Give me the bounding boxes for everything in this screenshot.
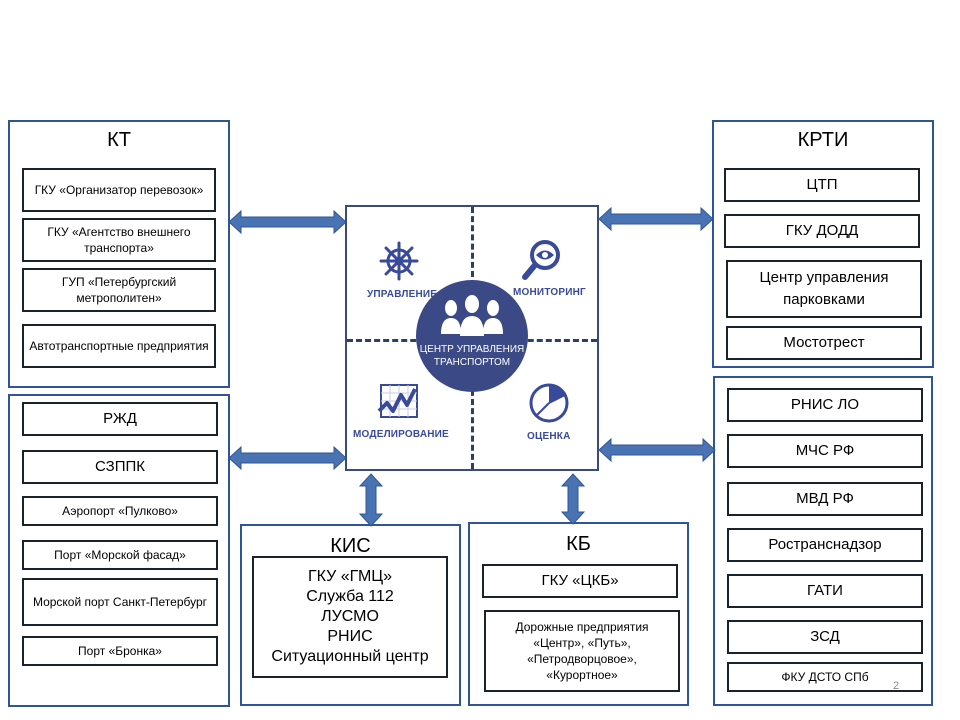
kt-item-bus-companies: Автотранспортные предприятия (22, 324, 216, 368)
kis-item-gmc: ГКУ «ГМЦ» (307, 568, 393, 585)
modeling-label: МОДЕЛИРОВАНИЕ (353, 429, 449, 440)
transport-control-center: УПРАВЛЕНИЕ МОНИТОРИНГ МОДЕЛИРОВАНИЕ ОЦЕН… (345, 205, 599, 471)
transport-item-rzd: РЖД (22, 402, 218, 436)
kb-title: КБ (566, 533, 591, 555)
transport-item-sea-facade: Порт «Морской фасад» (22, 540, 218, 570)
kb-item-road-companies: Дорожные предприятия «Центр», «Путь», «П… (484, 610, 680, 692)
services-item-fku-dsto: ФКУ ДСТО СПб (727, 662, 923, 692)
services-item-gati: ГАТИ (727, 574, 923, 608)
kis-list: ГКУ «ГМЦ» Служба 112 ЛУСМО РНИС Ситуацио… (252, 556, 448, 678)
transport-item-pulkovo: Аэропорт «Пулково» (22, 496, 218, 526)
arrow-center-krti (598, 207, 714, 231)
kt-panel: КТ ГКУ «Организатор перевозок» ГКУ «Аген… (8, 120, 230, 388)
arrow-kt-center (228, 210, 347, 234)
chart-icon (377, 384, 418, 418)
kis-panel: КИС ГКУ «ГМЦ» Служба 112 ЛУСМО РНИС Ситу… (240, 524, 461, 706)
pie-chart-icon (529, 383, 569, 423)
services-item-rostransnadzor: Ространснадзор (727, 528, 923, 562)
magnifier-eye-icon (522, 240, 560, 280)
arrow-center-services (598, 438, 716, 462)
arrow-transport-center (228, 446, 347, 470)
kis-item-rnis: РНИС (327, 628, 373, 645)
page-number: 2 (893, 680, 900, 692)
transport-item-szppk: СЗППК (22, 450, 218, 484)
krti-title: КРТИ (797, 129, 849, 151)
kt-item-external-transport: ГКУ «Агентство внешнего транспорта» (22, 218, 216, 262)
ship-wheel-icon (379, 241, 419, 281)
monitoring-label: МОНИТОРИНГ (513, 287, 586, 298)
kb-panel: КБ ГКУ «ЦКБ» Дорожные предприятия «Центр… (468, 522, 689, 706)
krti-item-dodd: ГКУ ДОДД (724, 214, 920, 248)
krti-item-mostotrest: Мостотрест (726, 326, 922, 360)
services-item-mvd: МВД РФ (727, 482, 923, 516)
transport-panel: РЖД СЗППК Аэропорт «Пулково» Порт «Морск… (8, 394, 230, 707)
evaluation-label: ОЦЕНКА (527, 431, 571, 442)
transport-item-sea-port: Морской порт Санкт-Петербург (22, 578, 218, 626)
services-item-rnis-lo: РНИС ЛО (727, 388, 923, 422)
transport-item-bronka: Порт «Бронка» (22, 636, 218, 666)
services-panel: РНИС ЛО МЧС РФ МВД РФ Ространснадзор ГАТ… (713, 376, 933, 706)
krti-item-ctp: ЦТП (724, 168, 920, 202)
kt-title: КТ (107, 129, 131, 151)
kis-item-situation-center: Ситуационный центр (271, 648, 429, 665)
kt-item-metro: ГУП «Петербургский метрополитен» (22, 268, 216, 312)
services-item-mchs: МЧС РФ (727, 434, 923, 468)
control-center-label: ЦЕНТР УПРАВЛЕНИЯ ТРАНСПОРТОМ (419, 344, 525, 368)
kb-item-ckb: ГКУ «ЦКБ» (482, 564, 678, 598)
krti-panel: КРТИ ЦТП ГКУ ДОДД Центр управления парко… (712, 120, 934, 368)
kt-item-organizer: ГКУ «Организатор перевозок» (22, 168, 216, 212)
management-label: УПРАВЛЕНИЕ (367, 289, 438, 300)
kis-item-112: Служба 112 (306, 588, 394, 605)
services-item-zsd: ЗСД (727, 620, 923, 654)
control-center-hub: ЦЕНТР УПРАВЛЕНИЯ ТРАНСПОРТОМ (416, 280, 528, 392)
arrow-center-kis (359, 473, 383, 527)
kis-title: КИС (330, 535, 371, 557)
arrow-center-kb (561, 473, 585, 525)
kis-item-lusmo: ЛУСМО (321, 608, 379, 625)
krti-item-parking: Центр управления парковками (726, 260, 922, 318)
people-icon (441, 295, 503, 336)
